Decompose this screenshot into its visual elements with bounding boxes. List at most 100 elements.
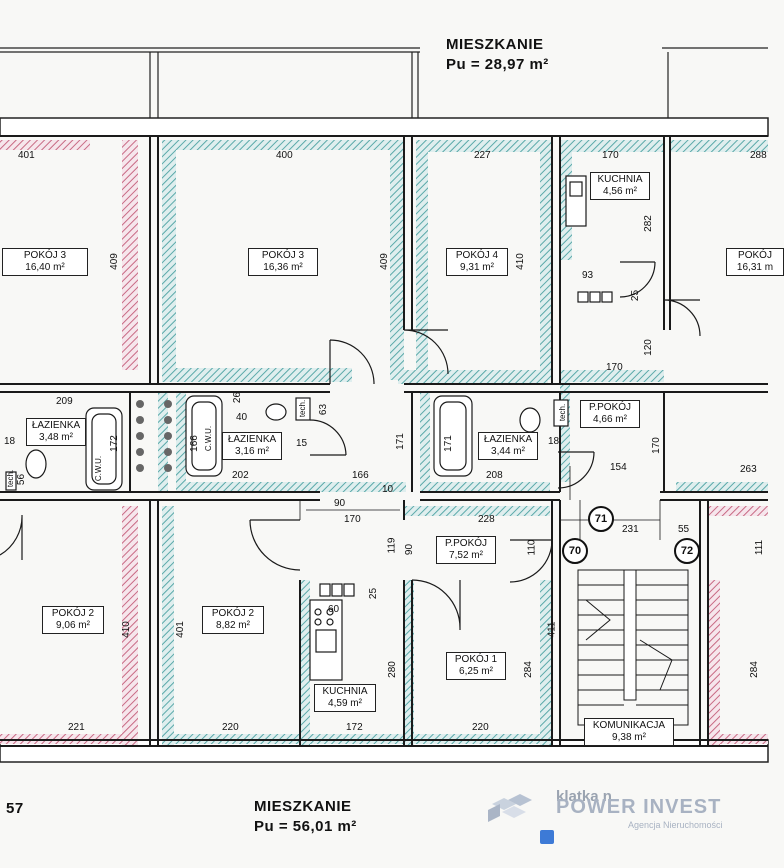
room-name: POKÓJ 2 xyxy=(211,608,255,619)
dim-label: 284 xyxy=(748,661,760,678)
marker-72: 72 xyxy=(674,538,700,564)
room-area: 9,38 m² xyxy=(612,732,646,743)
dim-label: 221 xyxy=(68,722,85,733)
dim-label: 231 xyxy=(622,524,639,535)
room-label-pokoj2-left: POKÓJ 2 9,06 m² xyxy=(42,606,104,634)
room-name: ŁAZIENKA xyxy=(31,420,81,431)
bottom-unit-area: Pu = 56,01 m² xyxy=(254,818,357,835)
room-name: POKÓJ 1 xyxy=(454,654,498,665)
dim-label: 263 xyxy=(740,464,757,475)
dim-label: 26 xyxy=(232,391,244,404)
cwu-label: C.W.U. xyxy=(204,425,214,452)
room-area: 3,48 m² xyxy=(39,432,73,443)
dim-label: 93 xyxy=(582,270,594,281)
room-label-lazienka-right: ŁAZIENKA 3,44 m² xyxy=(478,432,538,460)
room-name: POKÓJ 2 xyxy=(51,608,95,619)
ghost-text: klatka n xyxy=(556,788,612,805)
room-label-ppokoj-top: P.POKÓJ 4,66 m² xyxy=(580,400,640,428)
tech-label: tech. xyxy=(6,469,16,488)
dim-label: 25 xyxy=(630,289,642,302)
dim-label: 60 xyxy=(328,604,340,615)
dim-label: 410 xyxy=(120,621,132,638)
dim-label: 220 xyxy=(472,722,489,733)
dim-label: 409 xyxy=(108,253,120,270)
room-area: 4,59 m² xyxy=(328,698,362,709)
unit-number: 57 xyxy=(6,800,24,817)
wall-outlines xyxy=(0,135,768,747)
room-label-kuchnia-bottom: KUCHNIA 4,59 m² xyxy=(314,684,376,712)
dim-label: 166 xyxy=(188,435,200,452)
dim-label: 410 xyxy=(514,253,526,270)
dim-label: 90 xyxy=(404,543,416,556)
room-name: POKÓJ 3 xyxy=(23,250,67,261)
dim-label: 119 xyxy=(386,537,398,554)
room-area: 6,25 m² xyxy=(459,666,493,677)
dim-label: 154 xyxy=(610,462,627,473)
dim-label: 288 xyxy=(750,150,767,161)
top-unit-area: Pu = 28,97 m² xyxy=(446,56,549,73)
room-area: 4,66 m² xyxy=(593,414,627,425)
dim-label: 401 xyxy=(174,621,186,638)
dim-label: 172 xyxy=(108,435,120,452)
dim-label: 171 xyxy=(442,435,454,452)
room-name: POKÓJ 4 xyxy=(455,250,499,261)
dim-label: 18 xyxy=(548,436,560,447)
room-name: KUCHNIA xyxy=(597,174,643,185)
marker-71: 71 xyxy=(588,506,614,532)
brand-tagline: Agencja Nieruchomości xyxy=(628,820,723,830)
dim-label: 282 xyxy=(642,215,654,232)
balcony-lines xyxy=(0,47,768,118)
logo-square-icon xyxy=(540,830,554,844)
room-area: 3,44 m² xyxy=(491,446,525,457)
dim-label: 208 xyxy=(486,470,503,481)
room-area: 9,06 m² xyxy=(56,620,90,631)
dim-label: 170 xyxy=(650,437,662,454)
room-area: 16,40 m² xyxy=(25,262,65,273)
dim-label: 56 xyxy=(16,473,28,486)
room-area: 7,52 m² xyxy=(449,550,483,561)
room-label-ppokoj-mid: P.POKÓJ 7,52 m² xyxy=(436,536,496,564)
room-label-kuchnia-top: KUCHNIA 4,56 m² xyxy=(590,172,650,200)
staircase xyxy=(577,569,689,726)
room-area: 8,82 m² xyxy=(216,620,250,631)
room-label-pokoj4: POKÓJ 4 9,31 m² xyxy=(446,248,508,276)
dim-label: 111 xyxy=(754,539,766,556)
bottom-unit-title: MIESZKANIE xyxy=(254,798,352,815)
room-label-komunikacja: KOMUNIKACJA 9,38 m² xyxy=(584,718,674,746)
room-label-pokoj-right: POKÓJ 16,31 m xyxy=(726,248,784,276)
room-name: ŁAZIENKA xyxy=(227,434,277,445)
dim-label: 409 xyxy=(378,253,390,270)
room-area: 4,56 m² xyxy=(603,186,637,197)
dim-label: 171 xyxy=(394,433,406,450)
tech-label: tech. xyxy=(298,399,308,418)
dim-label: 63 xyxy=(318,403,330,416)
dim-label: 284 xyxy=(522,661,534,678)
room-name: POKÓJ 3 xyxy=(261,250,305,261)
dim-label: 120 xyxy=(642,339,654,356)
top-unit-title: MIESZKANIE xyxy=(446,36,544,53)
dim-label: 90 xyxy=(334,498,346,509)
room-name: P.POKÓJ xyxy=(588,402,632,413)
floor-plan xyxy=(0,47,769,763)
dim-label: 401 xyxy=(18,150,35,161)
dim-label: 400 xyxy=(276,150,293,161)
room-area: 9,31 m² xyxy=(460,262,494,273)
room-label-pokoj1: POKÓJ 1 6,25 m² xyxy=(446,652,506,680)
room-name: ŁAZIENKA xyxy=(483,434,533,445)
dim-label: 172 xyxy=(346,722,363,733)
room-label-lazienka-left: ŁAZIENKA 3,48 m² xyxy=(26,418,86,446)
room-name: KUCHNIA xyxy=(322,686,368,697)
room-area: 16,36 m² xyxy=(263,262,303,273)
dim-label: 166 xyxy=(352,470,369,481)
room-area: 3,16 m² xyxy=(235,446,269,457)
dim-label: 227 xyxy=(474,150,491,161)
dim-label: 170 xyxy=(344,514,361,525)
room-label-pokoj3-left: POKÓJ 3 16,40 m² xyxy=(2,248,88,276)
dim-label: 170 xyxy=(602,150,619,161)
room-name: POKÓJ xyxy=(738,250,772,261)
dim-label: 40 xyxy=(236,412,248,423)
room-label-pokoj2-mid: POKÓJ 2 8,82 m² xyxy=(202,606,264,634)
dim-label: 10 xyxy=(382,484,394,495)
dim-label: 25 xyxy=(368,587,380,600)
dim-label: 209 xyxy=(56,396,73,407)
